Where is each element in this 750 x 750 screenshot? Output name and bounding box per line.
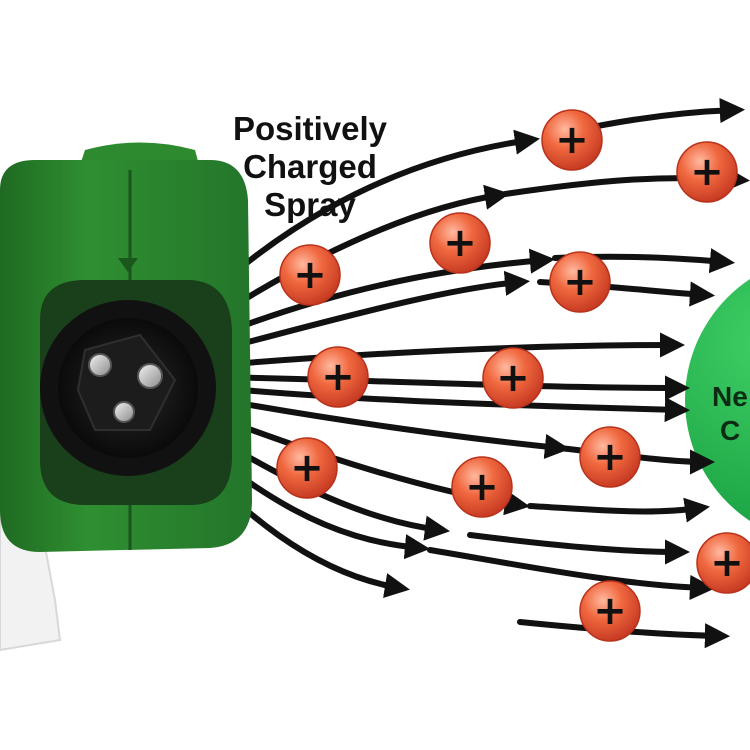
plus-icon: + — [321, 354, 355, 400]
plus-icon: + — [465, 464, 499, 510]
plus-icon: + — [496, 355, 530, 401]
plus-icon: + — [593, 434, 627, 480]
plus-icon: + — [293, 252, 327, 298]
positive-particle: + — [482, 347, 544, 409]
positive-particle: + — [579, 426, 641, 488]
sprayer-nozzle-icon — [0, 142, 252, 652]
plus-icon: + — [690, 149, 724, 195]
arrow-icon — [427, 547, 716, 601]
positive-particle: + — [579, 580, 641, 642]
diagram-title: Positively Charged Spray — [200, 110, 420, 224]
target-surface-label: Ne C — [712, 380, 750, 448]
title-line-3: Spray — [264, 186, 356, 223]
positive-particles: + + + + + + + + + + + + — [276, 109, 750, 642]
plus-icon: + — [443, 220, 477, 266]
plus-icon: + — [593, 588, 627, 634]
title-line-2: Charged — [243, 148, 377, 185]
positive-particle: + — [696, 532, 750, 594]
arrow-icon — [527, 497, 710, 523]
positive-particle: + — [276, 437, 338, 499]
plus-icon: + — [710, 540, 744, 586]
target-label-line-2: C — [720, 415, 741, 446]
arrow-icon — [467, 532, 691, 565]
positive-particle: + — [307, 346, 369, 408]
plus-icon: + — [563, 259, 597, 305]
positive-particle: + — [451, 456, 513, 518]
positive-particle: + — [676, 141, 738, 203]
title-line-1: Positively — [232, 110, 388, 147]
positive-particle: + — [429, 212, 491, 274]
plus-icon: + — [290, 445, 324, 491]
plus-icon: + — [555, 117, 589, 163]
positive-particle: + — [279, 244, 341, 306]
positive-particle: + — [541, 109, 603, 171]
target-label-line-1: Ne — [712, 381, 748, 412]
positive-particle: + — [549, 251, 611, 313]
